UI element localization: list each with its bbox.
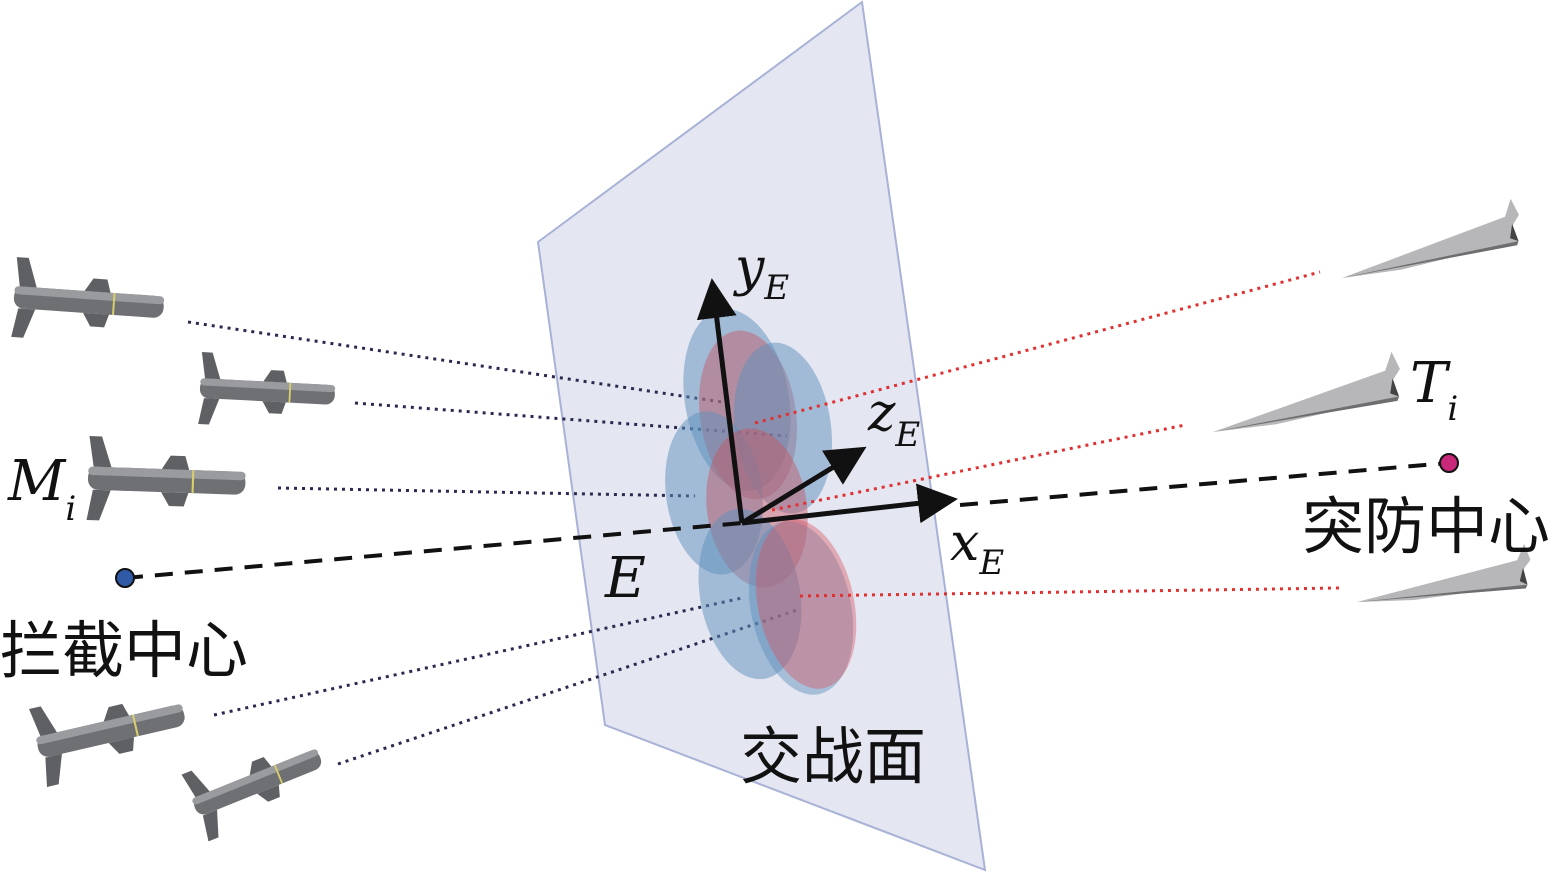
penetration-center-label: 突防中心 — [1302, 490, 1550, 563]
intercept-center-label: 拦截中心 — [0, 614, 248, 687]
x-axis-label: xE — [950, 513, 1004, 583]
blue-ellipse — [698, 508, 802, 680]
center-dashed-line-right — [959, 461, 1449, 507]
interceptor-missile — [197, 351, 338, 432]
intercept-center-point — [115, 568, 135, 588]
penetration-center-point — [1439, 453, 1459, 473]
interceptor-missile — [10, 256, 168, 349]
center-dashed-line-left — [124, 521, 743, 580]
red-ellipse — [755, 519, 857, 689]
interceptor-missile — [180, 723, 335, 843]
origin-label: E — [604, 546, 646, 611]
z-axis-label: zE — [867, 383, 920, 455]
interceptor-missiles — [10, 256, 338, 843]
target-label: Ti — [1410, 351, 1458, 429]
y-axis-arrow — [696, 278, 745, 524]
blue-ellipse — [733, 342, 833, 514]
hypersonic-glider — [1334, 197, 1525, 278]
y-axis-label: yE — [733, 238, 789, 308]
interceptor-missile — [85, 434, 248, 527]
coordinate-axes — [696, 278, 958, 526]
interceptor-label: Mi — [7, 449, 76, 529]
red-dotted-lines — [754, 270, 1341, 598]
blue-ellipse — [748, 521, 854, 695]
x-axis-arrow — [741, 483, 958, 526]
interceptor-missile — [28, 674, 195, 788]
z-axis-arrow — [740, 446, 867, 526]
uncertainty-ellipses — [665, 308, 857, 695]
hypersonic-glider — [1205, 351, 1405, 432]
engagement-plane-label: 交战面 — [740, 720, 926, 793]
